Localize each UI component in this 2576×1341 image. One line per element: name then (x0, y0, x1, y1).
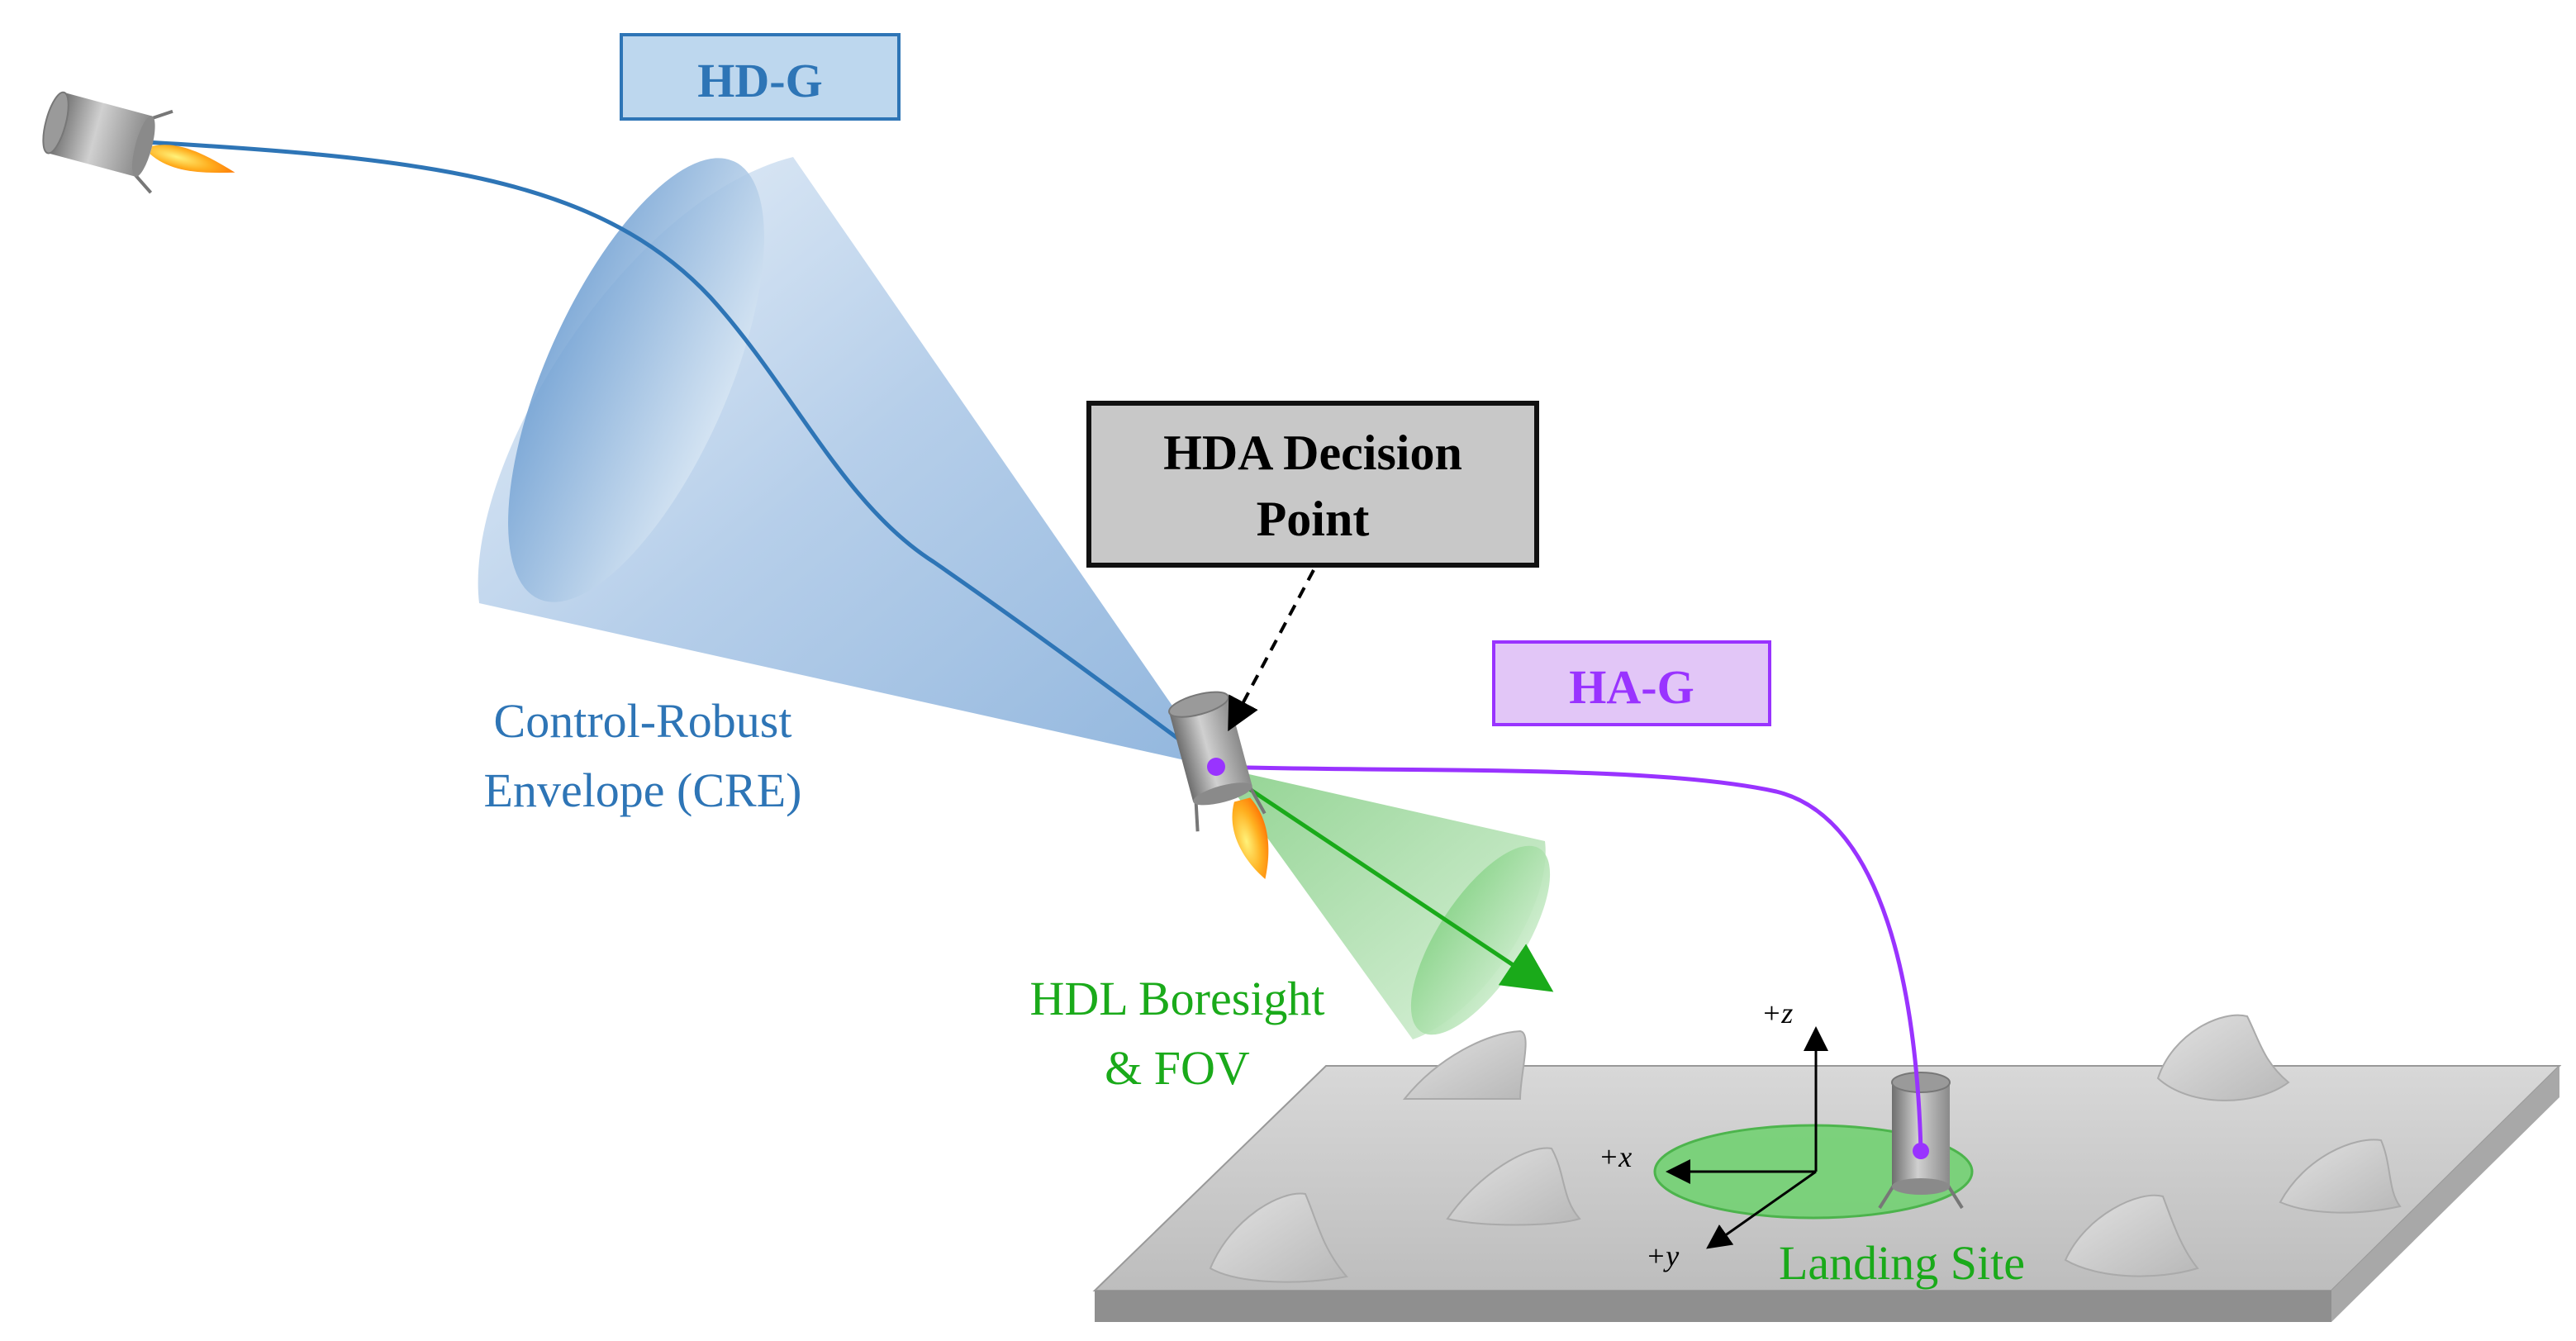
thruster-flame-icon (1232, 797, 1269, 880)
axis-y-label: +y (1646, 1239, 1679, 1272)
cre-cone (478, 157, 1214, 767)
lander-icon (42, 91, 235, 194)
thruster-flame-icon (150, 145, 235, 174)
axis-x-label: +x (1599, 1140, 1632, 1173)
boulder-icon (1402, 1030, 1527, 1100)
hd-g-trajectory (116, 138, 1218, 769)
ha-g-box (1492, 640, 1771, 726)
decision-point-box (1086, 401, 1539, 568)
boulder-icon (2156, 1014, 2290, 1101)
hd-g-label: HD-G (697, 54, 822, 107)
hdl-boresight-arrow (1214, 764, 1554, 992)
cre-label-line1: Control-Robust (494, 694, 792, 748)
landing-site-label: Landing Site (1779, 1236, 2025, 1290)
hdl-label-line2: & FOV (1105, 1041, 1250, 1095)
decision-point-marker (1207, 758, 1225, 776)
boulder-icon (1209, 1192, 1348, 1283)
ha-g-label: HA-G (1569, 660, 1694, 714)
ha-g-end-point (1913, 1143, 1929, 1159)
cre-label-line2: Envelope (CRE) (484, 763, 802, 817)
decision-point-label-line2: Point (1257, 492, 1370, 546)
hdl-cone-base (1410, 845, 1551, 1035)
boulders (1209, 1014, 2402, 1283)
decision-point-label-line1: HDA Decision (1163, 426, 1462, 480)
boulder-icon (2279, 1139, 2402, 1214)
hd-g-box (620, 33, 901, 121)
boulder-icon (1446, 1147, 1581, 1226)
decision-point-pointer (1228, 569, 1315, 732)
coordinate-axes (1666, 1026, 1828, 1249)
cre-cone-base (508, 158, 764, 602)
axis-z-label: +z (1761, 996, 1793, 1030)
ha-g-trajectory (1215, 764, 1923, 1152)
hdl-label-line1: HDL Boresight (1029, 972, 1324, 1025)
boulder-icon (2064, 1194, 2199, 1277)
hdl-fov-cone (1216, 767, 1551, 1039)
